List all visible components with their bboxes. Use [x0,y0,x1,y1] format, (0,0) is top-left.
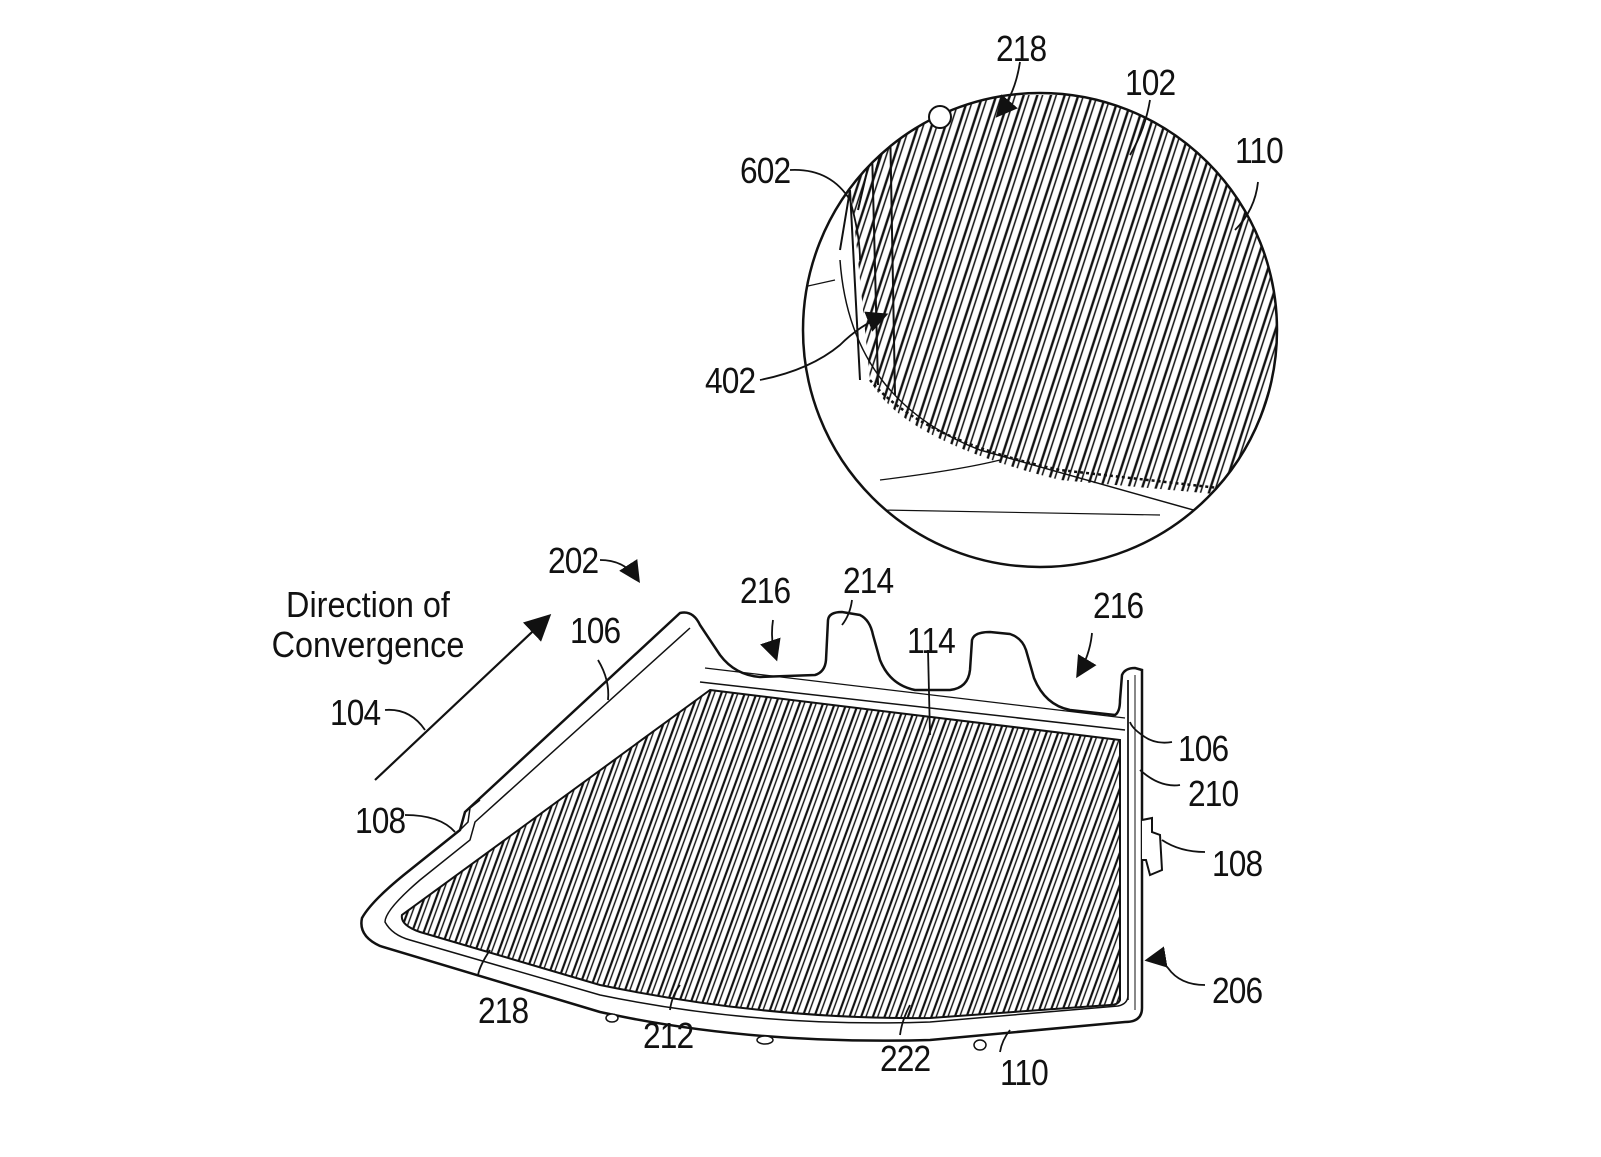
ref-104: 104 [330,692,381,733]
ref-108-left: 108 [355,800,406,841]
detail-view [801,91,1279,569]
ref-216-left: 216 [740,570,791,611]
ref-106-left: 106 [570,610,621,651]
ref-218-detail: 218 [996,28,1047,69]
ref-114: 114 [907,620,956,661]
ref-108-right: 108 [1212,843,1263,884]
ref-214: 214 [843,560,894,601]
caption-line-2: Convergence [271,624,465,665]
ref-222: 222 [880,1038,931,1079]
ref-106-right: 106 [1178,728,1229,769]
ref-206: 206 [1212,970,1263,1011]
ref-110-main: 110 [1000,1052,1049,1093]
tray-view [360,610,1164,1051]
ref-216-right: 216 [1093,585,1144,626]
ref-212: 212 [643,1015,694,1056]
convergence-arrow [374,613,552,781]
convergence-caption: Direction of Convergence [260,585,476,665]
ref-218-main: 218 [478,990,529,1031]
ref-210: 210 [1188,773,1239,814]
ref-602: 602 [740,150,791,191]
ref-202: 202 [548,540,599,581]
main-leaders [384,559,1206,1053]
ref-402: 402 [705,360,756,401]
ref-102: 102 [1125,62,1176,103]
detail-leaders [759,61,1259,381]
ref-110-detail: 110 [1235,130,1284,171]
caption-line-1: Direction of [286,584,450,625]
